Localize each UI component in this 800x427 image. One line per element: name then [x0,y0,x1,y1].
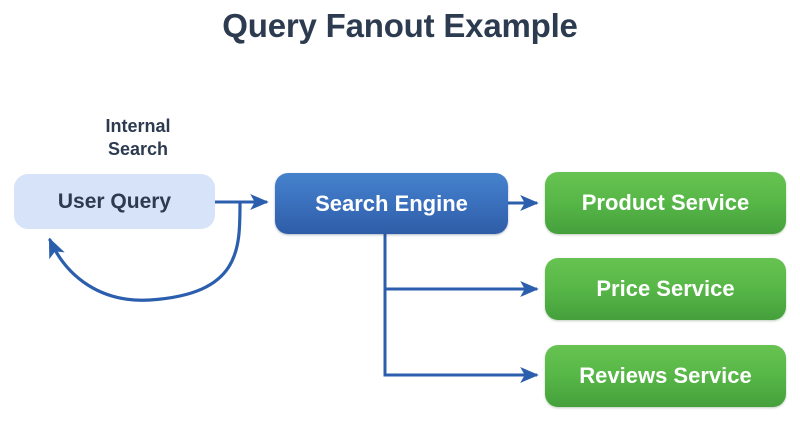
edge-label-internal-search: Internal Search [78,115,198,160]
node-reviews-service[interactable]: Reviews Service [545,345,786,407]
page-title: Query Fanout Example [222,7,578,44]
node-search-engine[interactable]: Search Engine [275,173,508,234]
node-price-service[interactable]: Price Service [545,258,786,320]
edge-label-internal-search-line1: Internal [105,116,171,136]
node-product-service[interactable]: Product Service [545,172,786,234]
node-user-query[interactable]: User Query [14,174,215,229]
edge-label-internal-search-line2: Search [107,138,169,159]
